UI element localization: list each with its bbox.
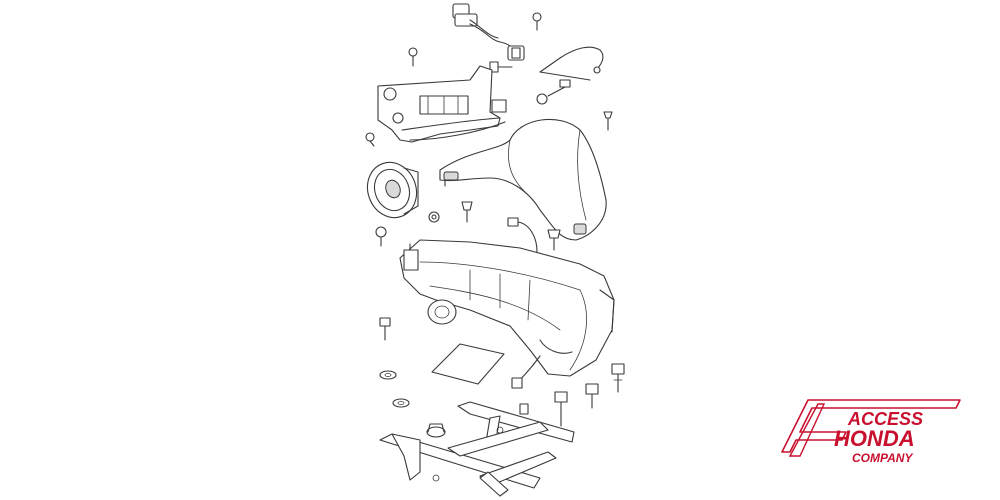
washer-1 xyxy=(379,370,397,380)
logo-line-honda: HONDA xyxy=(834,426,915,451)
screw-top-left xyxy=(408,47,418,67)
screw-right xyxy=(603,111,613,131)
screw-bracket-left xyxy=(365,132,375,147)
bolt-right-3 xyxy=(554,391,568,427)
bolt-horizontal xyxy=(489,61,513,73)
wire-harness-part xyxy=(452,3,525,61)
push-clip-center xyxy=(461,201,473,223)
bolt-right-2 xyxy=(585,383,599,409)
bolt-right-1 xyxy=(611,363,625,393)
nut-small xyxy=(428,211,440,223)
recliner-mechanism-bracket xyxy=(377,65,507,143)
washer-2 xyxy=(392,398,410,408)
seat-frame-part xyxy=(399,239,615,389)
logo-line-company: COMPANY xyxy=(852,451,913,465)
push-clip-right xyxy=(547,229,561,251)
control-cable-part xyxy=(536,46,604,105)
access-honda-logo: ACCESS HONDA COMPANY xyxy=(781,399,961,465)
logo-line-access: ACCESS xyxy=(847,409,923,429)
nut-frame xyxy=(519,403,529,415)
screw-top-right xyxy=(532,12,542,31)
grommet xyxy=(426,423,446,438)
seat-rail-frame xyxy=(379,401,575,497)
bolt-left-mid xyxy=(375,226,387,247)
speaker-part xyxy=(366,161,419,219)
bolt-left-lower xyxy=(379,317,391,341)
pad-sheet xyxy=(431,343,505,385)
seat-back-panel xyxy=(439,118,607,241)
